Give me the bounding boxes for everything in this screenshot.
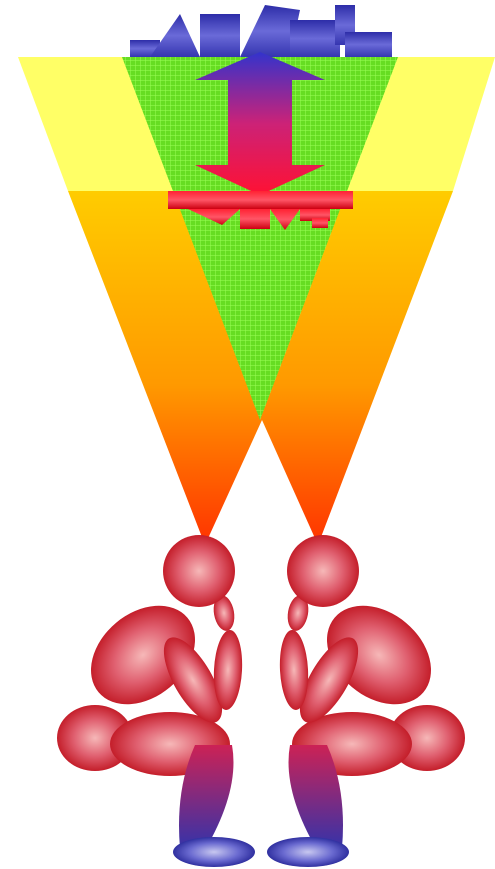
- left-figure-foot: [173, 837, 255, 867]
- thinking-figure-left: [57, 535, 255, 867]
- blue-stepped-shape: [130, 5, 392, 57]
- left-figure-head: [163, 535, 235, 607]
- right-figure-head: [287, 535, 359, 607]
- right-figure-foot: [267, 837, 349, 867]
- thinking-figure-right: [267, 535, 465, 867]
